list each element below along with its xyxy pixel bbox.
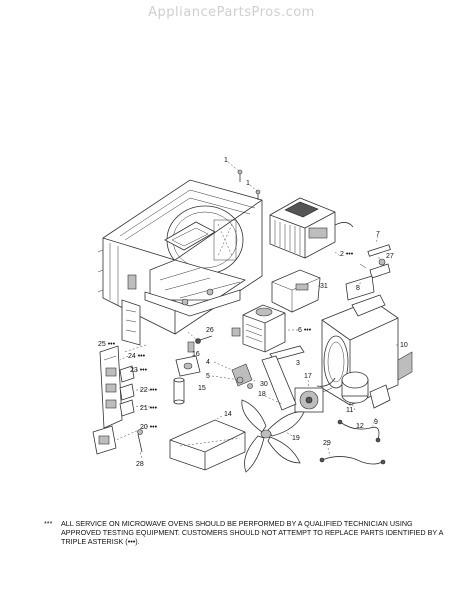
callout-27: 27 [386, 253, 394, 260]
air-guide [169, 419, 246, 471]
magnetron [231, 304, 286, 353]
callout-31: 31 [320, 283, 328, 290]
fan-blade [241, 399, 305, 473]
callout-29: 29 [323, 440, 331, 447]
latch-assembly [92, 345, 135, 455]
callout-23: 23 ••• [130, 367, 148, 374]
callout-1b: 1 [246, 180, 250, 187]
service-disclaimer: *** ALL SERVICE ON MICROWAVE OVENS SHOUL… [44, 519, 454, 546]
callout-17: 17 [304, 373, 312, 380]
callout-18: 18 [258, 391, 266, 398]
fan-motor [294, 387, 333, 413]
callout-9: 9 [374, 419, 378, 426]
transformer [269, 197, 354, 259]
callout-2: 2 ••• [340, 251, 354, 258]
callout-16: 16 [192, 351, 200, 358]
oven-cavity [97, 179, 263, 346]
fan-shroud [321, 294, 413, 406]
callout-30: 30 [260, 381, 268, 388]
callout-26: 26 [206, 327, 214, 334]
callout-19: 19 [292, 435, 300, 442]
duct-bracket [271, 269, 321, 313]
callout-11: 11 [346, 407, 353, 414]
callout-8: 8 [356, 285, 360, 292]
callout-3: 3 [296, 360, 300, 367]
site-watermark: AppliancePartsPros.com [148, 5, 315, 20]
callout-labels: 1 1 2 ••• 3 4 5 6 ••• 7 8 9 10 11 12 14 … [98, 157, 408, 468]
callout-6: 6 ••• [298, 327, 312, 334]
callout-12: 12 [356, 423, 364, 430]
callout-24: 24 ••• [128, 353, 146, 360]
triple-asterisk-mark: *** [44, 519, 53, 528]
top-screws [237, 169, 261, 200]
wire-harness [137, 377, 386, 465]
capacitor [341, 371, 391, 409]
center-parts [173, 335, 305, 411]
callout-20: 20 ••• [140, 424, 158, 431]
leader-lines [115, 161, 398, 459]
callout-28: 28 [136, 461, 144, 468]
callout-22: 22 ••• [140, 387, 158, 394]
callout-10: 10 [400, 342, 408, 349]
callout-4: 4 [206, 359, 210, 366]
callout-5: 5 [206, 373, 210, 380]
callout-14: 14 [224, 411, 232, 418]
callout-21: 21 ••• [140, 405, 158, 412]
callout-25: 25 ••• [98, 341, 116, 348]
callout-15: 15 [198, 385, 206, 392]
disclaimer-text: ALL SERVICE ON MICROWAVE OVENS SHOULD BE… [61, 519, 444, 546]
small-parts-top-right [345, 244, 391, 301]
callout-1a: 1 [224, 157, 228, 164]
callout-7: 7 [376, 231, 380, 238]
